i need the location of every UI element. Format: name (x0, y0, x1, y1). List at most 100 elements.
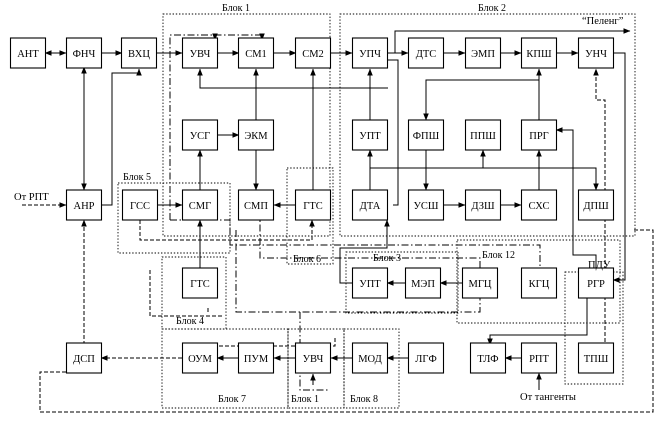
block-fnch-box (65, 37, 103, 69)
wire-agc-feedback (197, 68, 388, 89)
group-label-b12: Блок 12 (482, 250, 515, 261)
block-ppsh-box (464, 119, 502, 151)
block-fnch: ФНЧ (65, 37, 103, 69)
block-lgf-label: ЛГФ (415, 354, 437, 365)
wire-mgc-gts6 (259, 220, 481, 268)
block-shs-label: СХС (529, 201, 550, 212)
block-sm1-box (237, 37, 275, 69)
group-label-b1b: Блок 1 (291, 394, 319, 405)
block-dzsh: ДЗШ (464, 189, 502, 221)
group-frame-b12 (456, 239, 621, 324)
wire-peleng (394, 28, 631, 53)
block-smg-box (181, 189, 219, 221)
block-shs-box (520, 189, 558, 221)
block-vhc-box (120, 37, 158, 69)
block-prg-box (520, 119, 558, 151)
group-frame-b4 (161, 256, 227, 330)
block-gts6-label: ГТС (303, 201, 323, 212)
group-frame-b5 (117, 182, 231, 254)
block-unch: УНЧ (577, 37, 615, 69)
block-ussh-label: УСШ (413, 201, 438, 212)
block-gts4: ГТС (181, 267, 219, 299)
block-anr-box (65, 189, 103, 221)
block-pum-box (237, 342, 275, 374)
group-frame-b6 (286, 167, 334, 265)
block-sm1-label: СМ1 (245, 49, 267, 60)
block-kgc-label: КГЦ (529, 279, 550, 290)
block-dsp: ДСП (65, 342, 103, 374)
wire-rgr-prg (555, 127, 597, 270)
block-dpsh: ДПШ (577, 189, 615, 221)
block-ekm-box (237, 119, 275, 151)
block-gts6-box (294, 189, 332, 221)
block-dta-label: ДТА (360, 201, 381, 212)
group-label-b2: Блок 2 (478, 3, 506, 14)
block-emp: ЭМП (464, 37, 502, 69)
block-mod-box (351, 342, 389, 374)
block-rpt-label: РПТ (529, 354, 549, 365)
block-dzsh-box (464, 189, 502, 221)
group-label-b3: Блок 3 (373, 253, 401, 264)
block-ekm: ЭКМ (237, 119, 275, 151)
wire-bottom-loop (39, 229, 654, 413)
block-ant-box (9, 37, 47, 69)
wire-anr-vhc (101, 68, 142, 206)
block-prg: ПРГ (520, 119, 558, 151)
block-upt3-label: УПТ (359, 279, 381, 290)
block-rpt-box (520, 342, 558, 374)
block-anr-label: АНР (73, 201, 94, 212)
wire-kpsh-fpsh (423, 69, 540, 121)
block-gts4-label: ГТС (190, 279, 210, 290)
block-uvch1-label: УВЧ (190, 49, 211, 60)
block-mgc-label: МГЦ (469, 279, 492, 290)
block-usg-label: УСГ (190, 131, 211, 142)
wiring (22, 28, 654, 413)
block-usg: УСГ (181, 119, 219, 151)
wire-loop-gss (139, 219, 315, 241)
block-emp-box (464, 37, 502, 69)
block-mep-label: МЭП (411, 279, 435, 290)
block-tlf-label: ТЛФ (477, 354, 498, 365)
block-dta: ДТА (351, 189, 389, 221)
block-uvch2-box (294, 342, 332, 374)
block-sm2: СМ2 (294, 37, 332, 69)
label-ot-tangenty: От тангенты (520, 392, 576, 403)
block-unch-box (577, 37, 615, 69)
block-rgr-box (577, 267, 615, 299)
block-kpsh: КПШ (520, 37, 558, 69)
block-smg: СМГ (181, 189, 219, 221)
block-sm2-label: СМ2 (302, 49, 324, 60)
block-upch-label: УПЧ (359, 49, 381, 60)
block-dpsh-box (577, 189, 615, 221)
block-tpsh: ТПШ (577, 342, 615, 374)
block-mod: МОД (351, 342, 389, 374)
block-rpt: РПТ (520, 342, 558, 374)
block-dts-label: ДТС (416, 49, 437, 60)
block-rgr: РГР (577, 267, 615, 299)
block-mep-box (404, 267, 442, 299)
block-smp: СМП (237, 189, 275, 221)
block-kpsh-box (520, 37, 558, 69)
block-lgf-box (407, 342, 445, 374)
block-fnch-label: ФНЧ (73, 49, 96, 60)
wire-bus-ppsh (426, 149, 486, 169)
block-usg-box (181, 119, 219, 151)
block-ppsh-label: ППШ (470, 131, 496, 142)
block-rgr-label: РГР (587, 279, 605, 290)
block-upch-box (351, 37, 389, 69)
block-dsp-label: ДСП (73, 354, 95, 365)
block-gts4-box (181, 267, 219, 299)
block-smg-label: СМГ (189, 201, 211, 212)
wire-rgr-tlf (487, 295, 588, 346)
block-tpsh-box (577, 342, 615, 374)
wire-ctrl-bus-4 (235, 230, 481, 313)
group-frame-b8 (343, 328, 400, 409)
block-ussh-box (407, 189, 445, 221)
group-label-b5: Блок 5 (123, 172, 151, 183)
block-dts-box (407, 37, 445, 69)
block-upt3: УПТ (351, 267, 389, 299)
block-smp-label: СМП (244, 201, 268, 212)
group-label-b7: Блок 7 (218, 394, 246, 405)
block-kpsh-label: КПШ (526, 49, 552, 60)
